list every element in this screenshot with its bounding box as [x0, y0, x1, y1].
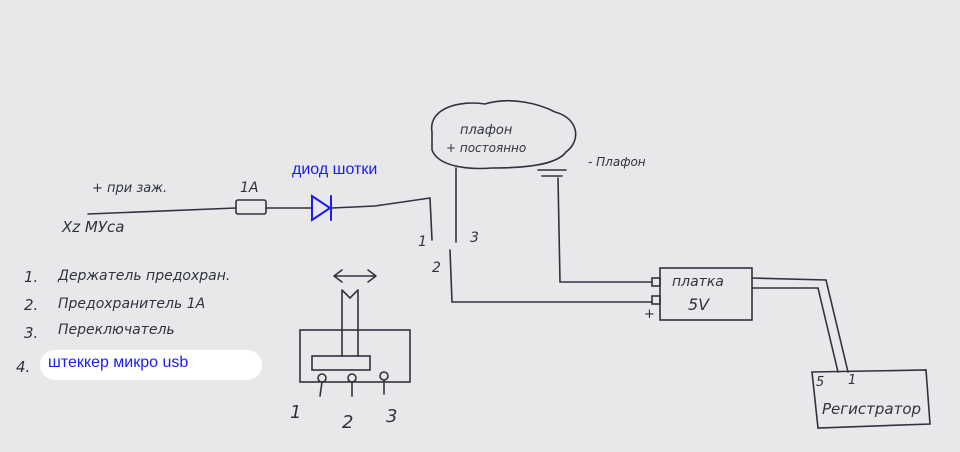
switch-pin-3: 3	[470, 230, 479, 246]
legend-num-4: 4.	[16, 358, 30, 376]
recorder-pin-left: 5	[816, 375, 824, 390]
board-box	[659, 267, 753, 321]
minus-lamp-ground	[537, 169, 567, 177]
switch-pin-2: 2	[432, 260, 441, 276]
detail-pin-leads	[319, 379, 385, 397]
legend-text-4: штеккер микро usb	[48, 354, 189, 371]
wire-switch-out	[449, 249, 653, 303]
legend-text-1: Держатель предохран.	[57, 268, 230, 284]
detail-pin-1: 1	[290, 402, 301, 423]
fuse-symbol	[235, 199, 267, 215]
recorder-box	[811, 369, 931, 429]
detail-pin-3: 3	[386, 406, 397, 427]
detail-pin-1-dot	[317, 373, 327, 383]
plus-ignition-label: + при заж.	[92, 181, 167, 196]
diode-symbol	[311, 194, 332, 222]
board-label-line1: платка	[672, 274, 724, 290]
legend-num-2: 2.	[24, 296, 38, 314]
wire-main-left	[87, 207, 237, 215]
wire-main-right	[331, 197, 433, 241]
diode-label: диод шотки	[292, 161, 377, 178]
detail-slider	[311, 355, 371, 371]
recorder-pin-right: 1	[848, 373, 856, 388]
detail-pin-2-dot	[347, 373, 357, 383]
legend-text-3: Переключатель	[58, 322, 175, 338]
lamp-label-line1: плафон	[460, 123, 513, 138]
legend-num-3: 3.	[24, 324, 38, 342]
legend-item-4-highlight	[40, 350, 262, 380]
board-pin-minus	[651, 277, 661, 287]
source-label: Xz МУса	[61, 218, 124, 236]
lamp-cloud	[431, 99, 577, 170]
detail-housing	[299, 329, 411, 383]
board-plus-label: +	[644, 307, 655, 322]
detail-pin-2: 2	[342, 412, 353, 433]
recorder-label: Регистратор	[822, 400, 921, 418]
lamp-label-line2: + постоянно	[446, 141, 526, 155]
board-pin-plus	[651, 295, 661, 305]
legend-num-1: 1.	[24, 268, 38, 286]
detail-pin-3-dot	[379, 371, 389, 381]
detail-arrow	[333, 269, 377, 283]
wire-out-b	[751, 287, 839, 373]
wire-minus-lamp	[557, 177, 653, 283]
legend-text-2: Предохранитель 1А	[58, 296, 205, 312]
minus-lamp-label: - Плафон	[588, 155, 646, 169]
board-label-line2: 5V	[688, 295, 710, 314]
wire-out-a	[751, 277, 849, 373]
fuse-rating-label: 1A	[240, 180, 258, 196]
switch-pin-1: 1	[418, 234, 427, 250]
detail-lever	[341, 289, 359, 357]
